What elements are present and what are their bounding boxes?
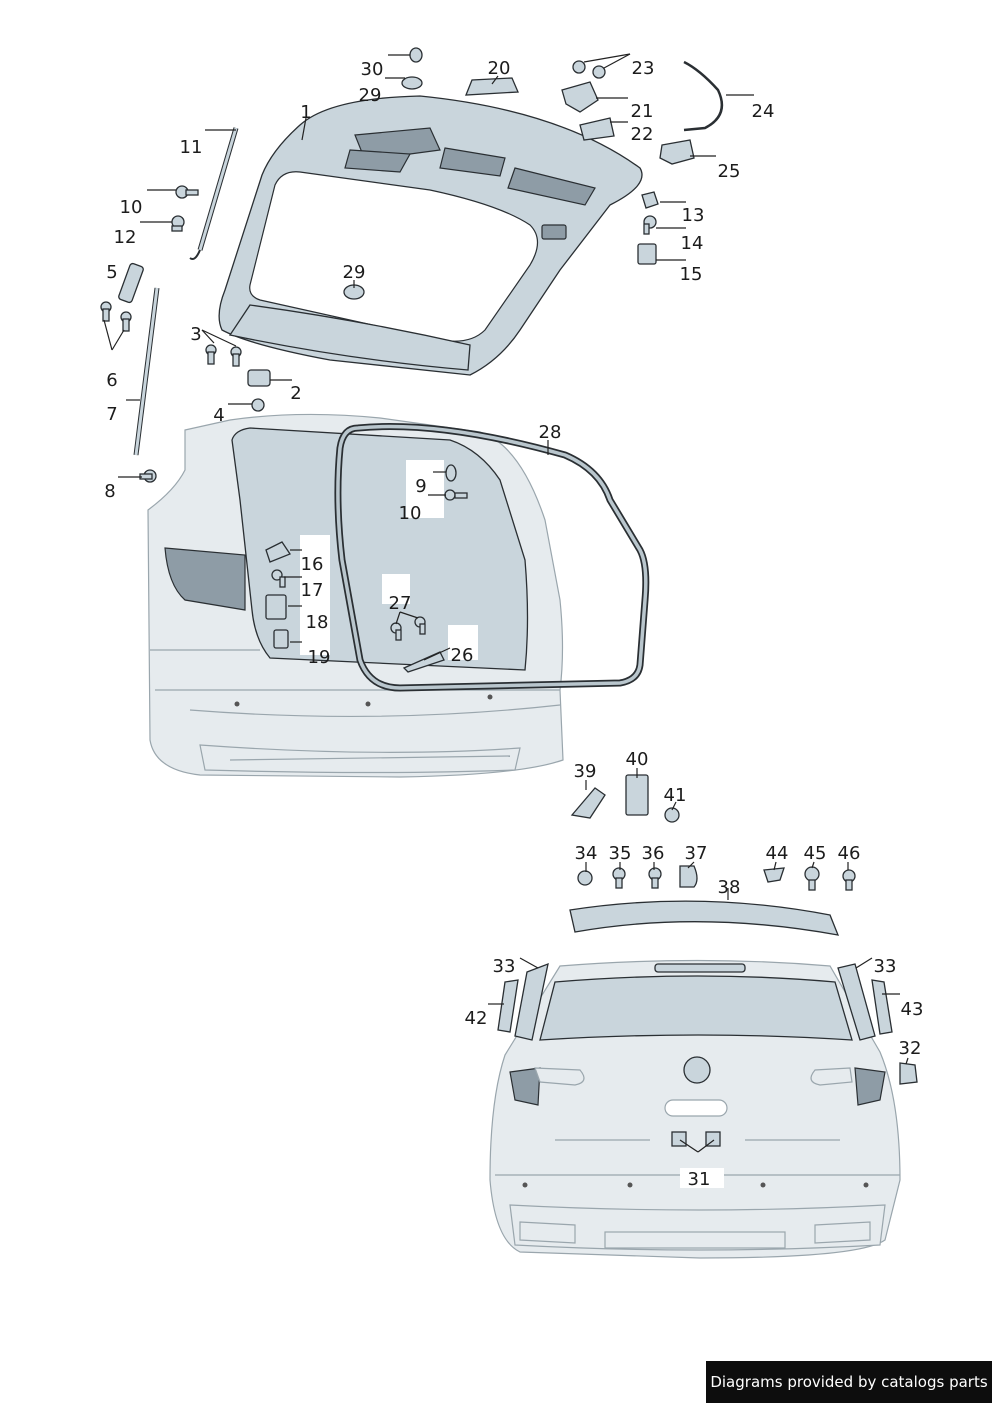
callout-30: 30 [361,59,384,80]
spoiler-parts [497,774,918,1085]
callout-35: 35 [609,843,632,864]
callout-39: 39 [574,761,597,782]
label-pads [300,460,478,660]
callout-42: 42 [465,1008,488,1029]
callout-11: 11 [180,137,203,158]
callout-41: 41 [664,785,687,806]
callout-40: 40 [626,749,649,770]
door-seal [334,423,650,692]
callout-28: 28 [539,422,562,443]
callout-37: 37 [685,843,708,864]
callout-29-top: 29 [359,85,382,106]
callout-15: 15 [680,264,703,285]
callout-46: 46 [838,843,861,864]
callout-19: 19 [308,647,331,668]
callout-29-center: 29 [343,262,366,283]
callout-13: 13 [682,205,705,226]
attribution-footer: Diagrams provided by catalogs parts [706,1361,992,1403]
small-parts [100,47,724,673]
leader-lines [103,53,909,1153]
callout-25: 25 [718,161,741,182]
callout-10-gate: 10 [120,197,143,218]
callout-31: 31 [688,1169,711,1190]
callout-33-right: 33 [874,956,897,977]
callout-33-left: 33 [493,956,516,977]
vehicle-rear-body [147,413,564,778]
vehicle-rear-overview [489,959,901,1259]
callout-21: 21 [631,101,654,122]
callout-4: 4 [213,405,224,426]
callout-20: 20 [488,58,511,79]
callout-27: 27 [389,593,412,614]
callout-2: 2 [290,383,301,404]
callout-32: 32 [899,1038,922,1059]
callout-16: 16 [301,554,324,575]
callout-24: 24 [752,101,775,122]
callout-6: 6 [106,370,117,391]
callout-23: 23 [632,58,655,79]
callout-36: 36 [642,843,665,864]
callout-12: 12 [114,227,137,248]
callout-43: 43 [901,999,924,1020]
callout-9: 9 [415,476,426,497]
callout-5: 5 [106,262,117,283]
callout-22: 22 [631,124,654,145]
callout-14: 14 [681,233,704,254]
callout-labels: 1 2 3 4 5 6 7 8 9 10 10 11 12 13 14 15 1… [104,58,923,1190]
callout-7: 7 [106,404,117,425]
callout-34: 34 [575,843,598,864]
callout-8: 8 [104,481,115,502]
callout-17: 17 [301,580,324,601]
callout-45: 45 [804,843,827,864]
tailgate-panel [218,95,643,376]
callout-44: 44 [766,843,789,864]
callout-18: 18 [306,612,329,633]
callout-38: 38 [718,877,741,898]
callout-26: 26 [451,645,474,666]
callout-1: 1 [300,102,311,123]
callout-3: 3 [190,324,201,345]
callout-10-body: 10 [399,503,422,524]
